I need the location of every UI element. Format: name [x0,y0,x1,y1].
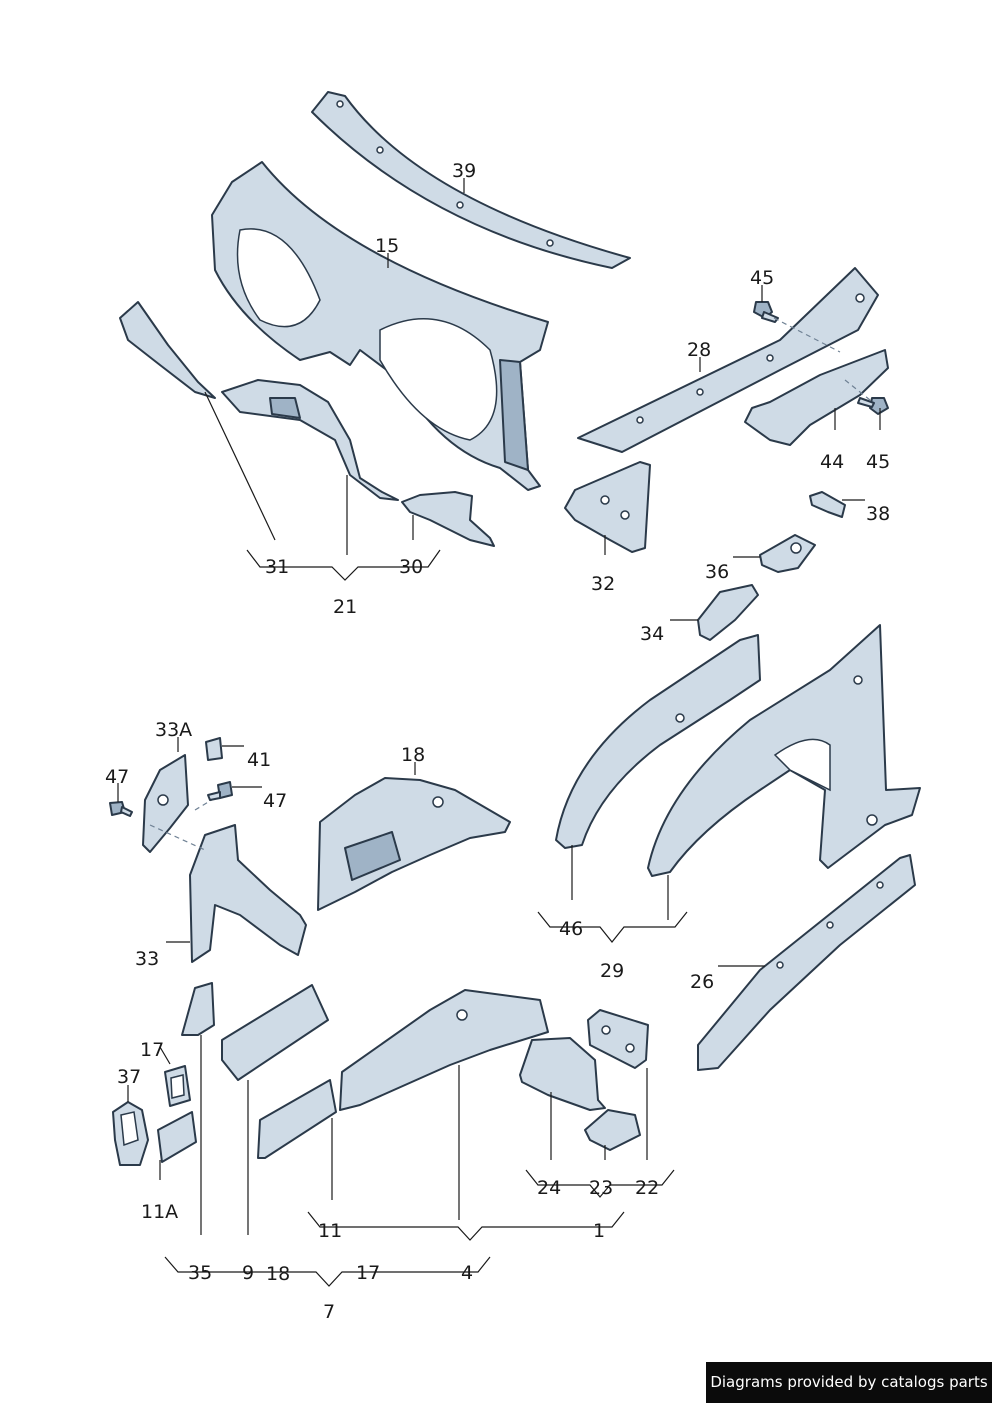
part-34 [697,584,759,641]
part-9-sill [221,984,329,1081]
label-17-lower: 17 [356,1262,380,1284]
label-15: 15 [375,235,399,257]
part-24 [519,1037,606,1111]
part-33A [142,754,189,853]
label-28: 28 [687,339,711,361]
label-47-left: 47 [105,766,129,788]
part-30 [401,491,495,547]
label-39: 39 [452,160,476,182]
label-4: 4 [461,1262,473,1284]
label-11: 11 [318,1220,342,1242]
label-31: 31 [265,556,289,578]
part-17-bracket [164,1065,191,1107]
part-23 [584,1109,641,1151]
part-35 [181,982,215,1036]
label-35: 35 [188,1262,212,1284]
part-11A-plate [157,1111,197,1163]
bolt-47-right [207,781,233,801]
label-17-upper: 17 [140,1039,164,1061]
label-47-right: 47 [263,790,287,812]
label-30: 30 [399,556,423,578]
part-33 [189,824,307,963]
bolt-47-left [109,801,133,817]
part-31 [119,301,216,399]
part-11-sill-outer [257,1079,337,1159]
label-45-upper: 45 [750,267,774,289]
label-33A: 33A [155,719,192,741]
label-1: 1 [593,1220,605,1242]
label-22: 22 [635,1177,659,1199]
part-41-nut [205,737,223,761]
label-34: 34 [640,623,664,645]
label-23: 23 [589,1177,613,1199]
label-21: 21 [333,596,357,618]
part-32 [564,461,651,553]
part-22 [587,1009,649,1069]
part-28-cross-member [577,267,879,453]
part-39-cowl-strip [311,91,631,269]
part-36 [759,534,816,573]
label-24: 24 [537,1177,561,1199]
bolt-45-upper [753,301,779,323]
credit-text: Diagrams provided by catalogs parts [710,1373,988,1391]
part-4-floor-rail [339,989,549,1111]
part-46-pillar [555,634,761,849]
leader-lines [117,178,881,1287]
part-15-bulkhead [211,161,549,491]
credit-banner: Diagrams provided by catalogs parts [706,1362,992,1403]
label-11A: 11A [141,1201,178,1223]
part-18-wheelhouse [317,777,511,911]
part-26-rail [697,854,916,1071]
label-18-lower: 18 [266,1263,290,1285]
label-26: 26 [690,971,714,993]
label-44: 44 [820,451,844,473]
part-21 [221,379,399,501]
label-36: 36 [705,561,729,583]
label-46: 46 [559,918,583,940]
bolt-45-lower [857,397,889,415]
label-45-lower: 45 [866,451,890,473]
label-9: 9 [242,1262,254,1284]
part-44-bracket [744,349,889,446]
label-38: 38 [866,503,890,525]
label-32: 32 [591,573,615,595]
label-37: 37 [117,1066,141,1088]
part-37-bracket [112,1101,149,1166]
label-33: 33 [135,948,159,970]
part-38-stud [809,491,846,518]
label-18-wheelhouse: 18 [401,744,425,766]
label-41: 41 [247,749,271,771]
part-29-side-panel [647,624,921,877]
label-7: 7 [323,1301,335,1323]
label-29: 29 [600,960,624,982]
part-labels: 39 15 45 28 44 45 38 31 30 21 32 36 34 3… [105,160,890,1323]
